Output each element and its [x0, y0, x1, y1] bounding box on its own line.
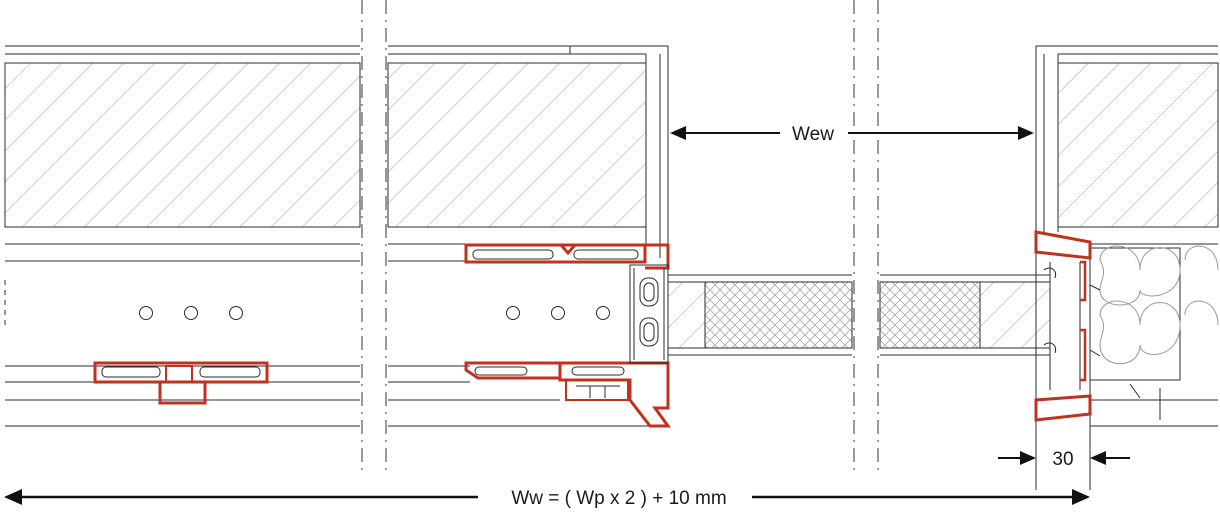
right-panel-section	[1035, 45, 1219, 490]
wew-label: Wew	[792, 124, 834, 145]
fastener-hole	[229, 306, 243, 320]
fastener-hole	[596, 306, 610, 320]
dimension-wew: Wew	[670, 124, 1034, 145]
middle-top-profile	[464, 243, 670, 270]
gasket-seal	[1099, 245, 1219, 365]
left-joint-profile	[93, 361, 269, 405]
fastener-hole	[551, 306, 565, 320]
dimension-gap: 30	[998, 449, 1130, 470]
right-clips	[1043, 267, 1161, 420]
fastener-hole	[184, 306, 198, 320]
left-panel-section	[4, 45, 361, 427]
fastener-hole	[139, 306, 153, 320]
gap-label: 30	[1052, 449, 1073, 470]
middle-panel-section	[387, 45, 669, 427]
middle-bottom-profile	[464, 361, 671, 428]
right-insulation-top	[1057, 62, 1219, 228]
middle-insulation-top	[387, 62, 647, 228]
left-insulation-top	[4, 62, 361, 228]
ww-label: Ww = ( Wp x 2 ) + 10 mm	[511, 488, 726, 509]
break-lines	[361, 0, 879, 470]
fastener-hole	[506, 306, 520, 320]
door-joint-hinge	[629, 264, 669, 364]
door-leaf-section	[667, 274, 1051, 356]
dimension-ww: Ww = ( Wp x 2 ) + 10 mm	[4, 488, 1090, 509]
right-frame-profile	[1034, 230, 1092, 422]
